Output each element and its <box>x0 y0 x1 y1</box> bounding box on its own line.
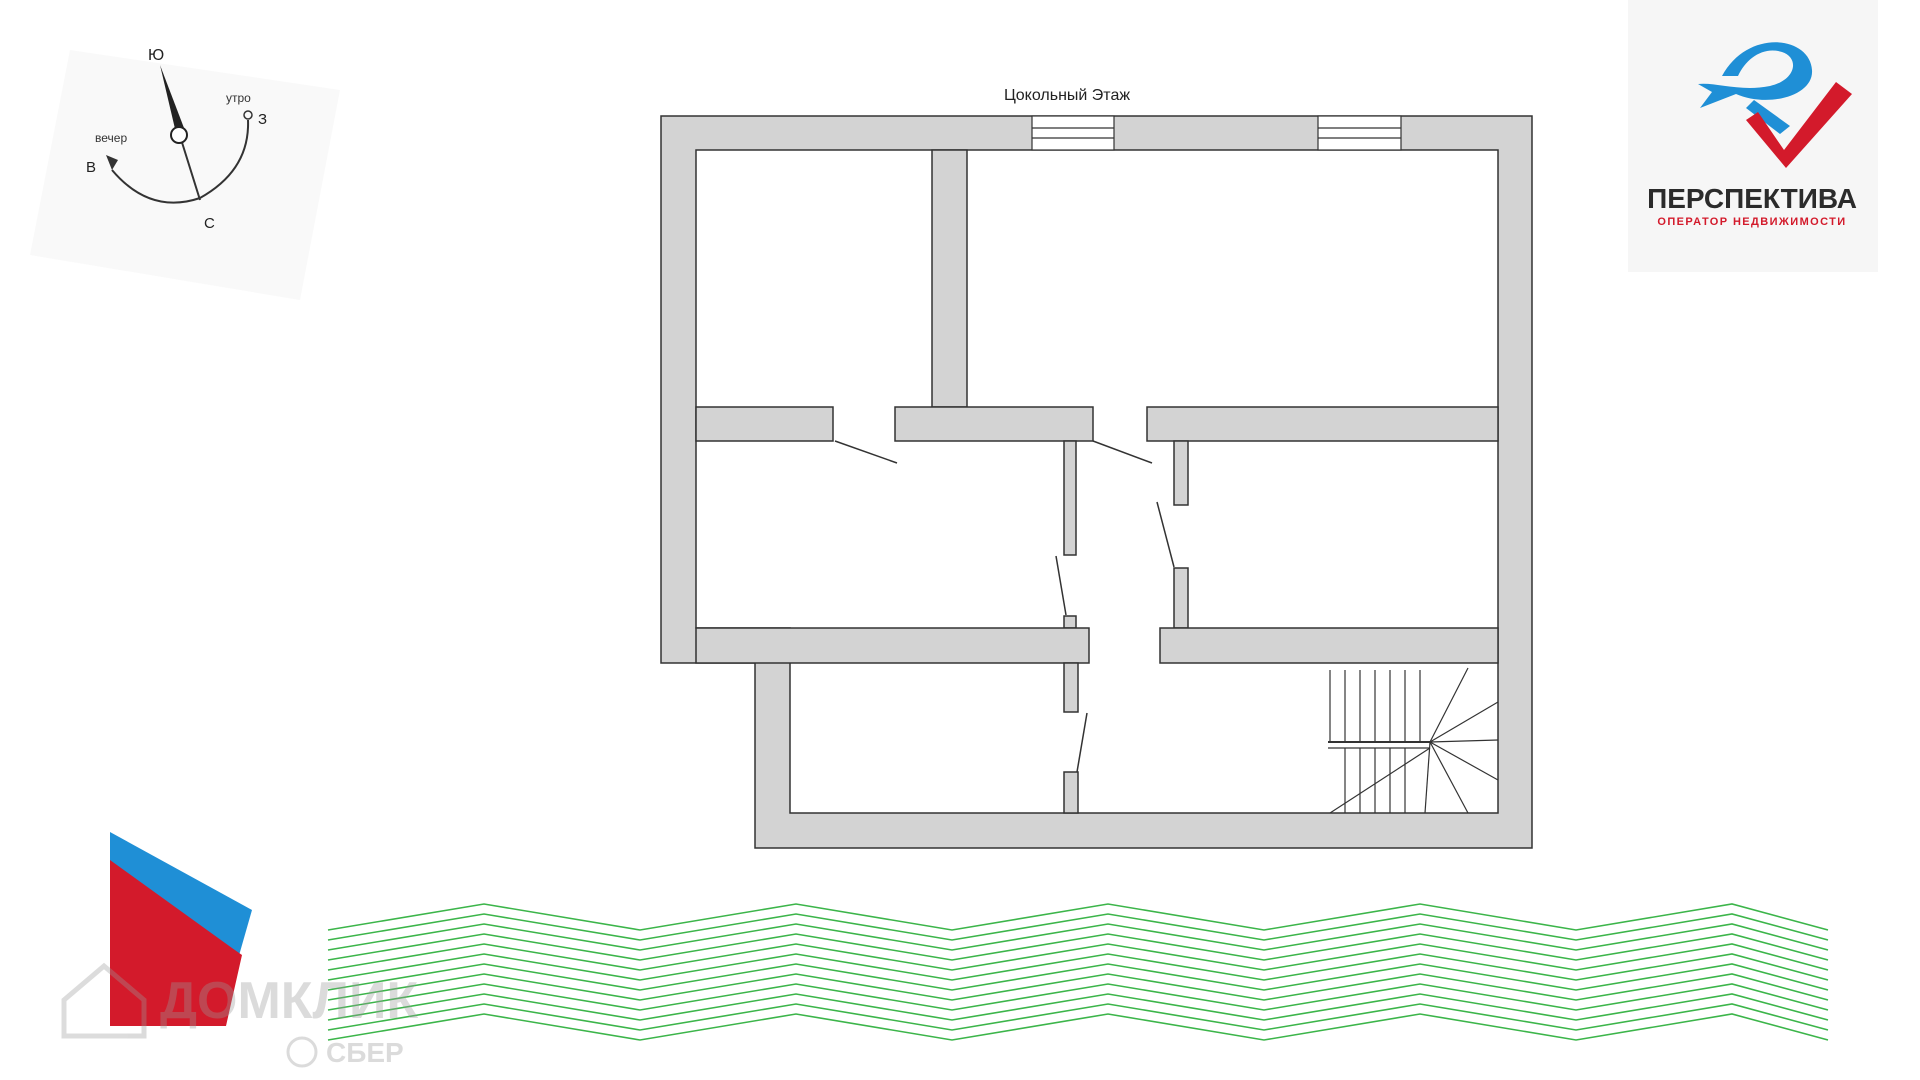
compass-label-morning: утро <box>226 91 251 105</box>
compass-backdrop <box>30 50 340 300</box>
brand-tagline: ОПЕРАТОР НЕДВИЖИМОСТИ <box>1657 216 1846 228</box>
compass-east-marker <box>243 110 253 120</box>
watermark-primary: ДОМКЛИК <box>160 972 418 1030</box>
brand-logo: ПЕРСПЕКТИВА ОПЕРАТОР НЕДВИЖИМОСТИ <box>1628 0 1878 272</box>
chevron-row <box>327 913 1829 941</box>
floor-title: Цокольный Этаж <box>1004 87 1130 104</box>
wall-corridor-left-upper <box>1063 440 1077 556</box>
chevron-row <box>327 973 1829 1001</box>
compass-arrow-icon <box>106 155 118 170</box>
wall-row2-b <box>1159 627 1499 664</box>
chevron-row <box>327 943 1829 971</box>
wall-row2-a <box>695 627 1090 664</box>
watermark: ДОМКЛИК СБЕР <box>61 962 418 1068</box>
door-1 <box>834 440 898 464</box>
compass-label-west: З <box>258 111 267 128</box>
windows <box>1031 115 1402 151</box>
brand-name: ПЕРСПЕКТИВА <box>1647 183 1857 214</box>
window-1 <box>1031 115 1115 151</box>
compass-needle-tail <box>179 135 201 201</box>
compass-label-south: Ю <box>148 47 164 64</box>
wall-corridor-right-lower <box>1173 567 1189 629</box>
door-3 <box>1156 501 1175 568</box>
chevron-row <box>327 993 1829 1021</box>
chevron-row <box>327 903 1829 931</box>
window-2 <box>1317 115 1402 151</box>
wall-lower-stub-a <box>1063 662 1079 713</box>
wall-corridor-left-mid <box>1063 615 1077 629</box>
wall-row1-b <box>894 406 1094 442</box>
chevron-row <box>327 1013 1829 1041</box>
chevron-row <box>327 923 1829 951</box>
chevron-row <box>327 933 1829 961</box>
floor-plan <box>660 115 1533 849</box>
flag-graphic <box>110 832 252 1026</box>
brand-logo-red-check <box>1746 82 1852 168</box>
watermark-secondary: СБЕР <box>326 1037 404 1068</box>
watermark-house-icon <box>61 962 147 1039</box>
compass-needle <box>160 65 184 133</box>
brand-logo-backdrop <box>1628 0 1878 272</box>
wall-row1-a <box>695 406 834 442</box>
compass-label-east: В <box>86 159 96 176</box>
compass-label-north: С <box>204 215 215 232</box>
outer-walls <box>660 115 1533 849</box>
wall-lower-stub-b <box>1063 771 1079 814</box>
chevron-row <box>327 1003 1829 1031</box>
flag-red-stripe <box>110 860 242 1026</box>
wall-corridor-right-upper <box>1173 440 1189 506</box>
chevron-row <box>327 953 1829 981</box>
door-5 <box>1076 712 1088 773</box>
watermark-sber-icon <box>286 1036 318 1068</box>
door-2 <box>1092 440 1153 464</box>
doors <box>834 440 1175 773</box>
chevron-row <box>327 963 1829 991</box>
door-4 <box>1055 555 1067 616</box>
wall-partition-top <box>931 149 968 408</box>
staircase <box>1328 667 1499 814</box>
brand-logo-blue-mark <box>1698 42 1813 134</box>
chevron-row <box>327 983 1829 1011</box>
chevron-pattern <box>327 903 1829 1041</box>
compass-label-evening: вечер <box>95 131 127 145</box>
compass-center <box>170 126 188 144</box>
compass: Ю утро З вечер В С <box>30 47 340 300</box>
wall-row1-c <box>1146 406 1499 442</box>
